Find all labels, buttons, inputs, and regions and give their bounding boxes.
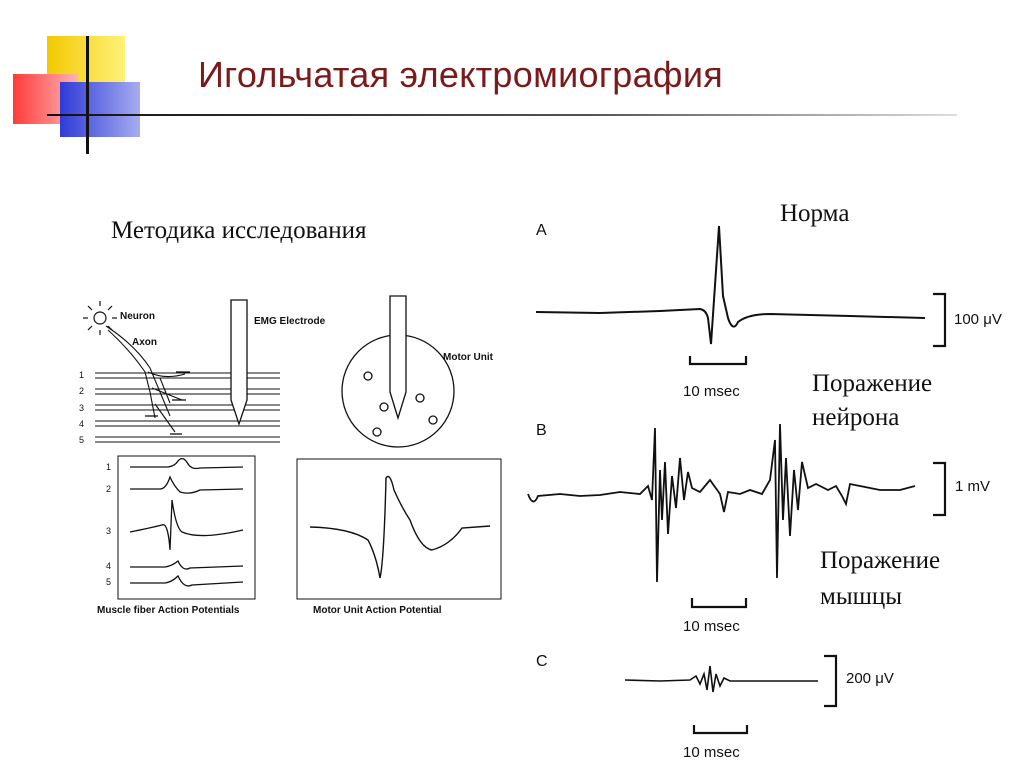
title-underline (47, 114, 957, 116)
slide-title: Игольчатая электромиография (198, 54, 724, 95)
fiber-ap-traces (129, 457, 244, 587)
trace-b-caption-line2: нейрона (812, 404, 900, 431)
trace-c-letter: C (536, 653, 548, 670)
trace-number: 2 (106, 484, 112, 494)
trace-b-time: 10 msec (683, 618, 740, 635)
trace-c-time: 10 msec (683, 744, 740, 761)
fiber-ap-box (117, 455, 256, 600)
fiber-ap-caption: Muscle fiber Action Potentials (97, 605, 240, 616)
method-label: Методика исследования (111, 217, 367, 244)
endplates (145, 371, 190, 435)
mua-trace (309, 475, 491, 579)
decor-vertical-line (86, 36, 89, 154)
trace-a-letter: A (536, 222, 547, 239)
fiber-number: 5 (79, 435, 85, 445)
fiber-number: 2 (79, 386, 85, 396)
scale-bar-c (692, 654, 838, 735)
scale-bar-a (688, 292, 947, 366)
emg-electrode (230, 299, 248, 427)
trace-c (624, 665, 818, 693)
mua-caption: Motor Unit Action Potential (313, 605, 442, 616)
decor-blue-square (60, 82, 140, 137)
electrode-label: EMG Electrode (254, 316, 326, 327)
trace-number: 1 (106, 462, 112, 472)
trace-c-caption-line1: Поражение (820, 547, 941, 574)
scale-bar-b (690, 461, 947, 609)
trace-a-caption: Норма (780, 200, 850, 227)
fiber-number: 1 (79, 370, 85, 380)
trace-b-letter: B (536, 422, 547, 439)
trace-b (527, 423, 916, 583)
fiber-number: 4 (79, 419, 85, 429)
trace-a-scale: 100 μV (954, 311, 1002, 328)
motor-unit-label: Motor Unit (443, 352, 493, 363)
mua-box (296, 458, 502, 600)
trace-number: 3 (106, 526, 112, 536)
trace-a-time: 10 msec (683, 383, 740, 400)
trace-c-caption-line2: мышцы (820, 583, 903, 610)
trace-b-caption-line1: Поражение (812, 370, 933, 397)
trace-c-scale: 200 μV (846, 670, 894, 687)
muscle-fibers (95, 372, 280, 443)
trace-b-scale: 1 mV (955, 478, 991, 495)
neuron-label: Neuron (120, 311, 155, 322)
fiber-number: 3 (79, 403, 85, 413)
trace-number: 4 (106, 561, 112, 571)
axon-label: Axon (132, 337, 157, 348)
motor-unit-crosssection (341, 295, 455, 448)
trace-number: 5 (106, 577, 112, 587)
trace-a (535, 225, 926, 345)
